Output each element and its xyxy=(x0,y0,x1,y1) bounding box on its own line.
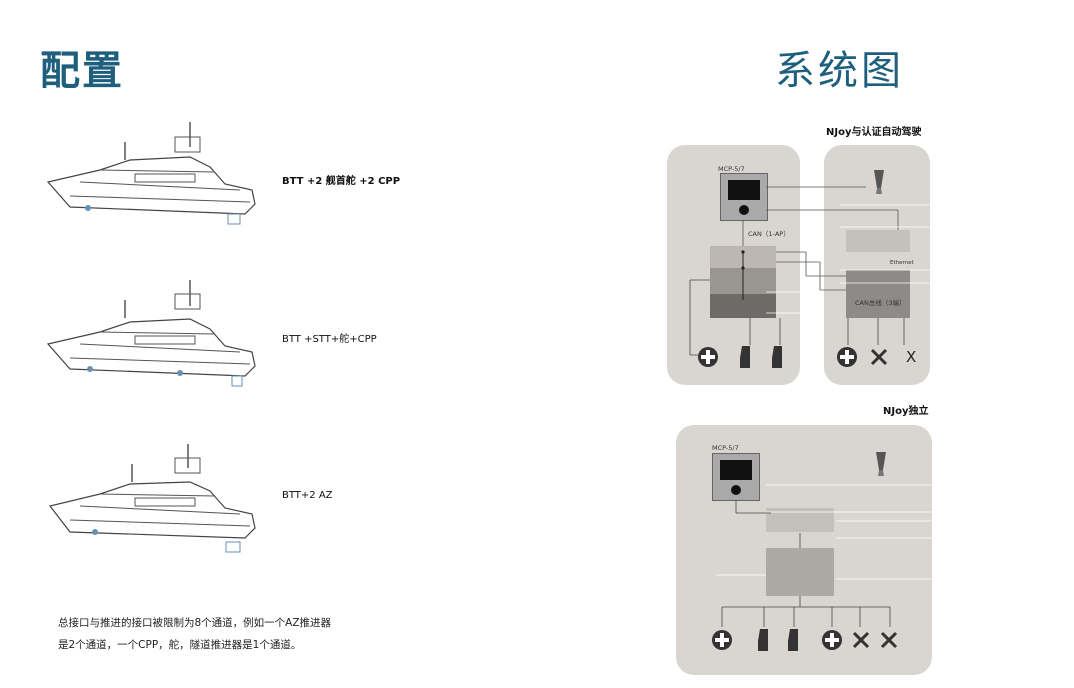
channel-note-line-1: 总接口与推进的接口被限制为8个通道，例如一个AZ推进器 xyxy=(58,617,332,629)
diagram2-control-box xyxy=(766,548,834,596)
diagram1-title: NJoy与认证自动驾驶 xyxy=(826,127,922,138)
diagram1-mcp-label: MCP-5/7 xyxy=(718,165,745,173)
diagram1-thruster-plus-icon xyxy=(698,347,718,367)
diagram1-cross-icon xyxy=(870,348,888,366)
diagram1-sensor-icon xyxy=(874,170,884,194)
diagram1-x-label: X xyxy=(906,348,917,366)
diagram1-interface-box xyxy=(846,230,910,252)
diagram1-can2-label: CAN总线（3端） xyxy=(855,299,906,307)
yacht-image-2 xyxy=(40,272,262,392)
diagram2-beacon-icon xyxy=(876,452,886,476)
page-title-system-diagram: 系统图 xyxy=(775,48,904,94)
diagram2-cross-icon-2 xyxy=(880,631,898,649)
diagram1-connectors xyxy=(689,186,935,356)
diagram1-can-bus-box xyxy=(846,270,910,318)
diagram1-rudder-icon-1 xyxy=(740,346,750,368)
diagram2-connectors xyxy=(716,484,932,627)
diagram2-cross-icon-1 xyxy=(852,631,870,649)
diagram2-rudder-icon-1 xyxy=(758,629,768,651)
diagram1-mcp-unit xyxy=(720,173,768,221)
diagram2-mcp-label: MCP-5/7 xyxy=(712,444,739,452)
diagram1-ethernet-label: Ethernet xyxy=(890,260,914,266)
diagram1-rudder-icon-2 xyxy=(772,346,782,368)
yacht-image-3 xyxy=(40,436,262,556)
config-label-1: BTT +2 舰首舵 +2 CPP xyxy=(282,176,401,187)
channel-note-line-2: 是2个通道，一个CPP，舵，隧道推进器是1个通道。 xyxy=(58,639,302,651)
config-label-2: BTT +STT+舵+CPP xyxy=(282,334,377,345)
config-label-3: BTT+2 AZ xyxy=(282,490,333,501)
diagram1-can1-label: CAN（1-AP） xyxy=(748,230,790,238)
page-title-config: 配置 xyxy=(40,48,124,94)
diagram2-thruster-plus-icon-2 xyxy=(822,630,842,650)
yacht-image-1 xyxy=(40,112,262,232)
diagram2-mcp-unit xyxy=(712,453,760,501)
diagram1-thruster-plus-icon-2 xyxy=(837,347,857,367)
channel-note: 总接口与推进的接口被限制为8个通道，例如一个AZ推进器 是2个通道，一个CPP，… xyxy=(58,612,418,656)
diagram2-thruster-plus-icon-1 xyxy=(712,630,732,650)
diagram2-title: NJoy独立 xyxy=(883,406,929,417)
diagram2-rudder-icon-2 xyxy=(788,629,798,651)
